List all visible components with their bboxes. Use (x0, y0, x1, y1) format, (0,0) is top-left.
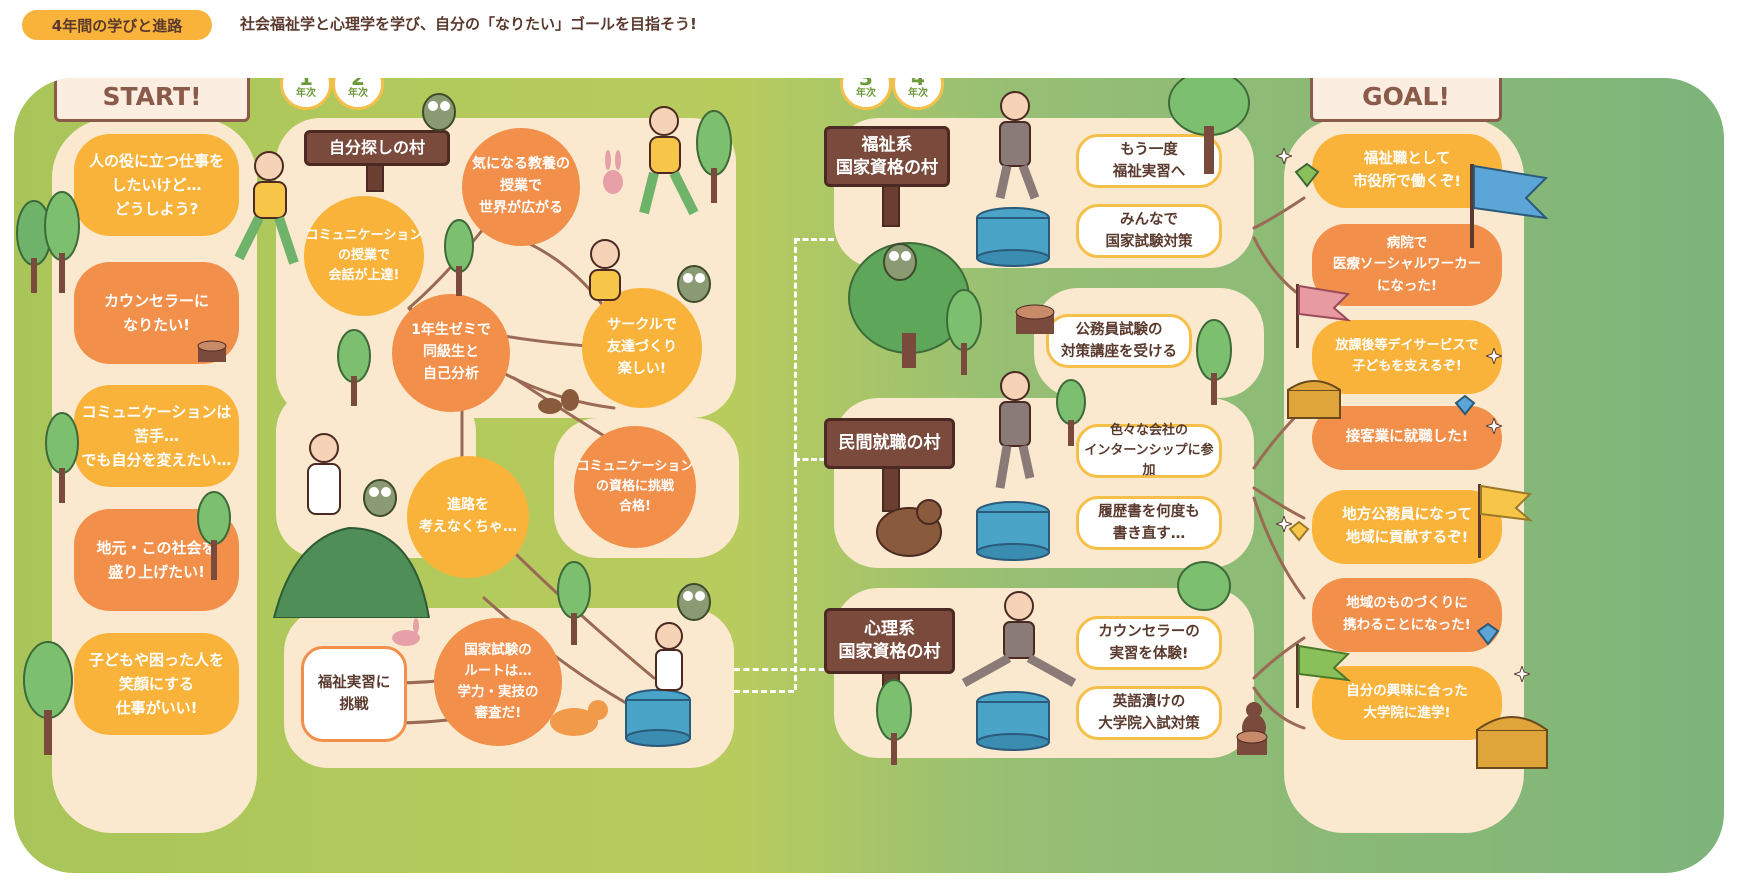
bubble-national-exam-route: 国家試験の ルートは… 学力・実技の 審査だ! (434, 618, 562, 746)
student-icon (307, 433, 341, 515)
bubble-certification: コミュニケーション の資格に挑戦 合格! (574, 426, 696, 548)
hill (272, 526, 431, 618)
well-icon (976, 501, 1050, 561)
tree-icon (23, 641, 73, 755)
welfare-item-2: みんなで 国家試験対策 (1076, 204, 1222, 258)
student-icon (961, 591, 1077, 687)
goal-card: 自分の興味に合った 大学院に進学! (1312, 666, 1502, 740)
flag-icon (1296, 284, 1352, 348)
owl-icon (677, 265, 711, 303)
owl-icon (677, 583, 711, 621)
private-item-1: 色々な会社の インターンシップに参加 (1076, 423, 1222, 478)
private-item-2: 履歴書を何度も 書き直す… (1076, 496, 1222, 550)
village-sign-early: 自分探しの村 (304, 130, 450, 166)
header-tag: 4年間の学びと進路 (22, 10, 212, 40)
rabbit-icon (603, 150, 623, 194)
start-card: コミュニケーションは 苦手… でも自分を変えたい… (74, 385, 239, 487)
psychology-item-2: 英語漬けの 大学院入試対策 (1076, 686, 1222, 740)
stump-icon (1236, 730, 1268, 755)
dotted-connector (794, 238, 797, 690)
goal-card: 地域のものづくりに 携わることになった! (1312, 578, 1502, 652)
tree-icon (337, 329, 371, 406)
flag-icon (1470, 164, 1549, 248)
tree-icon (44, 191, 80, 293)
tree-icon (876, 679, 912, 765)
student-icon (234, 151, 299, 265)
tree-icon (946, 289, 982, 375)
dotted-connector (734, 690, 794, 693)
owl-icon (422, 93, 456, 131)
header-subtitle: 社会福祉学と心理学を学び、自分の「なりたい」ゴールを目指そう! (240, 15, 697, 33)
sparkle-icon (1486, 418, 1502, 434)
tree-icon (444, 219, 474, 296)
village-sign-psychology: 心理系 国家資格の村 (824, 608, 955, 674)
goal-card: 病院で 医療ソーシャルワーカー になった! (1312, 224, 1502, 306)
owl-icon (883, 243, 917, 281)
dotted-connector (794, 458, 834, 461)
well-icon (976, 207, 1050, 267)
goal-card: 放課後等デイサービスで 子どもを支えるぞ! (1312, 320, 1502, 394)
welfare-item-1: もう一度 福祉実習へ (1076, 134, 1222, 188)
stump-icon (1015, 304, 1055, 334)
bubble-career-thinking: 進路を 考えなくちゃ… (407, 456, 529, 578)
start-card: 子どもや困った人を 笑顔にする 仕事がいい! (74, 633, 239, 735)
squirrel-icon (538, 389, 579, 414)
tree-icon (197, 491, 231, 580)
tree-icon (557, 561, 591, 645)
goal-card: 地方公務員になって 地域に貢献するぞ! (1312, 490, 1502, 564)
dotted-connector (794, 238, 834, 241)
gem-icon (1476, 622, 1500, 646)
fox-icon (550, 700, 608, 736)
bubble-seminar: 1年生ゼミで 同級生と 自己分析 (392, 294, 510, 412)
tree-icon (696, 110, 732, 203)
tree-icon (1196, 319, 1232, 405)
bear-icon (876, 499, 942, 557)
rabbit-icon (392, 618, 420, 646)
tree-icon (1168, 78, 1250, 174)
gem-icon (1294, 162, 1320, 188)
stump-icon (197, 340, 227, 362)
goal-ribbon: GOAL! (1310, 78, 1502, 122)
start-ribbon: START! (54, 78, 250, 122)
bubble-liberal-arts: 気になる教養の 授業で 世界が広がる (462, 128, 580, 246)
sparkle-icon (1514, 666, 1530, 682)
sparkle-icon (1276, 148, 1292, 164)
goal-card: 接客業に就職した! (1312, 406, 1502, 470)
treasure-chest-icon (1476, 716, 1548, 769)
public-exam-item: 公務員試験の 対策講座を受ける (1046, 314, 1192, 368)
flag-icon (1478, 484, 1534, 558)
flag-icon (1296, 644, 1352, 708)
village-sign-private: 民間就職の村 (824, 418, 955, 469)
map-board: START! 人の役に立つ仕事を したいけど… どうしよう? カウンセラーに な… (14, 78, 1724, 873)
sparkle-icon (1486, 348, 1502, 364)
start-card: 人の役に立つ仕事を したいけど… どうしよう? (74, 134, 239, 236)
psychology-item-1: カウンセラーの 実習を体験! (1076, 616, 1222, 670)
student-icon (655, 622, 683, 691)
sparkle-icon (1276, 516, 1292, 532)
owl-icon (363, 479, 397, 517)
well-icon (976, 691, 1050, 751)
dotted-connector (734, 668, 834, 671)
tree-icon (45, 412, 79, 503)
well-icon (625, 689, 691, 747)
gem-icon (1454, 394, 1476, 416)
bubble-circle: サークルで 友達づくり 楽しい! (582, 288, 702, 408)
bubble-communication-class: コミュニケーション の授業で 会話が上達! (304, 196, 424, 316)
tree-icon (1177, 561, 1231, 611)
village-sign-welfare: 福祉系 国家資格の村 (824, 126, 950, 187)
student-icon (639, 106, 699, 216)
gem-icon (1288, 520, 1310, 542)
tree-icon (1056, 379, 1086, 446)
practice-box: 福祉実習に 挑戦 (301, 646, 407, 742)
student-icon (995, 371, 1035, 489)
treasure-chest-icon (1287, 380, 1341, 419)
student-icon (589, 239, 621, 301)
student-icon (995, 91, 1040, 200)
